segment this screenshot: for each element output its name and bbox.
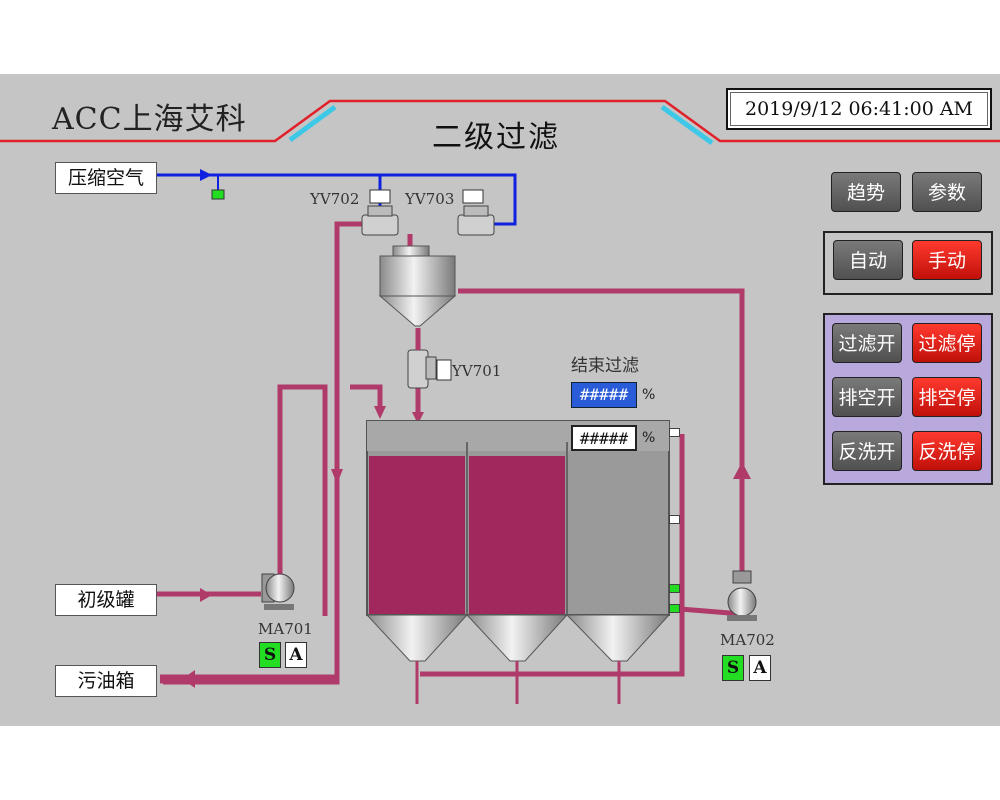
params-button[interactable]: 参数 <box>912 172 982 212</box>
valve-yv702-label[interactable]: YV702 <box>310 190 360 208</box>
flow-arrow-up <box>733 462 751 479</box>
brand-logo-text: ACC上海艾科 <box>52 102 247 137</box>
flow-arrow-inlet <box>374 406 386 419</box>
level-indicator-low <box>669 584 680 593</box>
drain-start-button[interactable]: 排空开 <box>832 377 902 417</box>
valve-yv703-label[interactable]: YV703 <box>405 190 455 208</box>
flow-arrow-waste <box>182 670 195 688</box>
compressed-air-label: 压缩空气 <box>55 162 157 194</box>
level-indicator-top <box>669 428 680 437</box>
end-filter-label: 结束过滤 <box>571 356 639 376</box>
waste-oil-box-label: 污油箱 <box>55 665 157 697</box>
pump-ma701-label: MA701 <box>258 620 313 638</box>
air-pressure-indicator <box>211 189 225 200</box>
backwash-start-button[interactable]: 反洗开 <box>832 431 902 471</box>
header-decoration <box>0 99 1000 146</box>
page-title: 二级过滤 <box>432 120 560 155</box>
trend-button[interactable]: 趋势 <box>831 172 901 212</box>
filter-stop-button[interactable]: 过滤停 <box>912 323 982 363</box>
setpoint-unit: % <box>642 387 656 403</box>
end-filter-setpoint-input[interactable]: ##### <box>571 382 637 408</box>
cyclone-separator <box>378 245 457 327</box>
flow-arrow-inlet-2 <box>412 412 424 424</box>
flow-arrow-down <box>331 469 343 484</box>
flow-arrow-primary <box>200 588 212 602</box>
filter-tank <box>365 420 671 704</box>
valve-yv702-body <box>361 189 399 236</box>
level-indicator-mid <box>669 515 680 524</box>
pump-ma702-label: MA702 <box>720 631 775 649</box>
backwash-stop-button[interactable]: 反洗停 <box>912 431 982 471</box>
pump-ma702-status-s[interactable]: S <box>722 655 744 681</box>
auto-button[interactable]: 自动 <box>833 240 903 280</box>
filter-start-button[interactable]: 过滤开 <box>832 323 902 363</box>
manual-button[interactable]: 手动 <box>912 240 982 280</box>
drain-stop-button[interactable]: 排空停 <box>912 377 982 417</box>
pump-ma701-status-s[interactable]: S <box>259 642 281 668</box>
valve-yv701-label[interactable]: YV701 <box>452 362 502 380</box>
pump-ma701-body <box>261 573 295 610</box>
filter-level-display: ##### <box>571 425 637 451</box>
primary-tank-label: 初级罐 <box>55 584 157 616</box>
pump-ma702-body <box>727 570 757 621</box>
level-unit: % <box>642 430 656 446</box>
level-indicator-bottom <box>669 604 680 613</box>
pump-ma701-mode-a[interactable]: A <box>285 642 307 668</box>
valve-yv703-body <box>457 189 495 236</box>
pump-ma702-mode-a[interactable]: A <box>749 655 771 681</box>
valve-yv701-body <box>407 328 452 389</box>
datetime-display: 2019/9/12 06:41:00 AM <box>726 88 992 130</box>
hmi-screen: ACC上海艾科 二级过滤 2019/9/12 06:41:00 AM <box>0 74 1000 726</box>
